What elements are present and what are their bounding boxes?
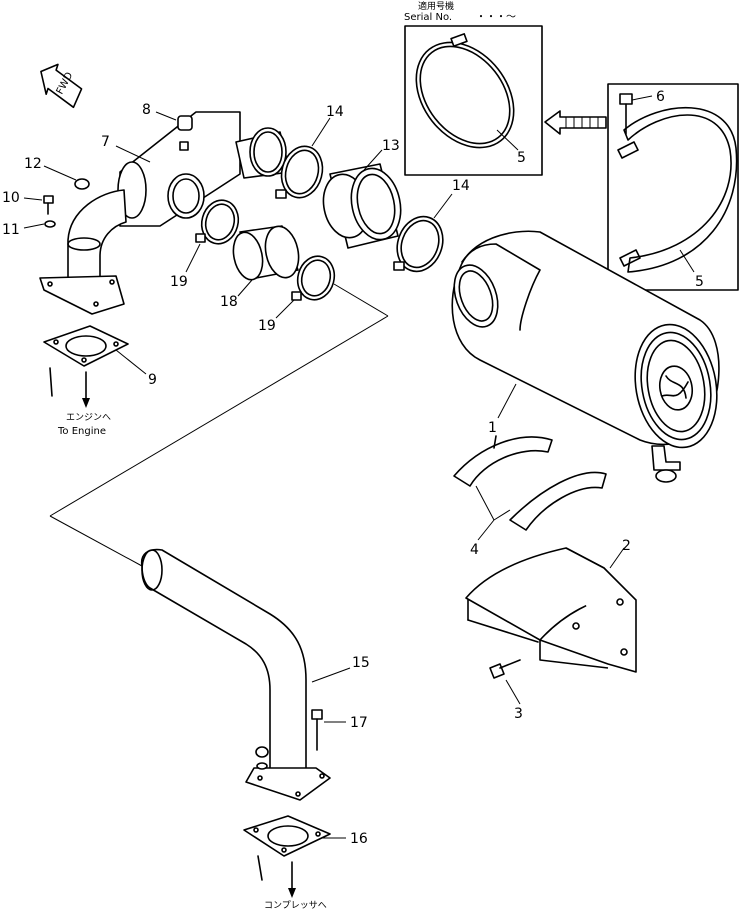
hatched-arrow — [544, 110, 607, 135]
to-engine-arrow — [82, 371, 90, 408]
engine-side-pipe — [39, 189, 127, 315]
to-compressor-jp: コンプレッサへ — [264, 900, 327, 911]
hose-clamp-14a — [275, 145, 324, 199]
nut-12-icon — [74, 178, 90, 190]
callout-6: 6 — [656, 89, 665, 105]
cap-8-icon — [177, 115, 193, 151]
bolt-10-icon — [43, 195, 54, 215]
serial-range: ・・・～ — [476, 12, 516, 23]
gasket-16 — [243, 815, 331, 881]
hose-18 — [232, 225, 300, 281]
hose-13 — [322, 163, 402, 249]
gasket-9 — [43, 325, 129, 397]
callout-5a: 5 — [517, 150, 526, 166]
serial-inset-frame — [404, 25, 543, 176]
air-cleaner-1 — [451, 230, 720, 483]
compressor-pipe-15 — [140, 548, 331, 801]
callout-15: 15 — [352, 655, 370, 671]
callout-3: 3 — [514, 706, 523, 722]
callout-18: 18 — [220, 294, 238, 310]
serial-title-jp: 適用号機 — [418, 0, 454, 12]
callout-14a: 14 — [326, 104, 344, 120]
mounting-bracket-2 — [465, 547, 637, 673]
to-engine-jp: エンジンへ — [66, 413, 111, 423]
callout-16: 16 — [350, 831, 368, 847]
bolt-17-icon — [311, 709, 323, 751]
callout-10: 10 — [2, 190, 20, 206]
callout-19b: 19 — [258, 318, 276, 334]
band-clamp-inset: 6 5 — [607, 83, 739, 291]
clamp-ring-new — [415, 33, 515, 149]
to-engine-en: To Engine — [57, 426, 106, 437]
serial-title-en: Serial No. — [404, 12, 452, 23]
callout-1: 1 — [488, 420, 497, 436]
callout-19a: 19 — [170, 274, 188, 290]
washer-11-icon — [44, 220, 56, 228]
hose-clamp-19b — [291, 255, 336, 301]
callout-2: 2 — [622, 538, 631, 554]
callout-17: 17 — [350, 715, 368, 731]
bolt-6-icon — [619, 93, 633, 135]
callout-14b: 14 — [452, 178, 470, 194]
callout-12: 12 — [24, 156, 42, 172]
saddle-pads-4 — [453, 435, 607, 531]
callout-9: 9 — [148, 372, 157, 388]
fwd-arrow: FWD — [40, 63, 83, 109]
hose-clamp-14b — [393, 215, 444, 273]
callout-7: 7 — [101, 134, 110, 150]
bolt-3-icon — [489, 659, 521, 679]
to-compressor-arrow — [288, 861, 296, 898]
callout-5b: 5 — [695, 274, 704, 290]
callout-13: 13 — [382, 138, 400, 154]
callout-8: 8 — [142, 102, 151, 118]
intake-elbow-7 — [117, 111, 291, 227]
hose-clamp-19a — [195, 199, 240, 245]
callout-4: 4 — [470, 542, 479, 558]
serial-inset: 適用号機 Serial No. ・・・～ 5 — [404, 0, 543, 176]
callout-11: 11 — [2, 222, 20, 238]
band-clamp-inset-frame — [607, 83, 739, 291]
nut-washer-icon — [255, 746, 269, 770]
routing-lines — [49, 283, 389, 567]
